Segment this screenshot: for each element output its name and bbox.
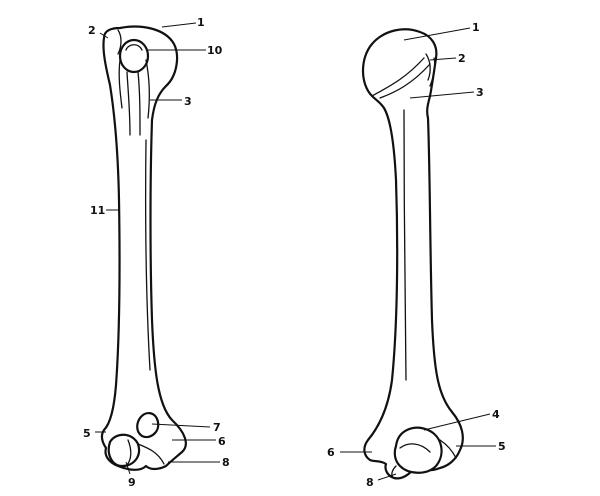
left-groove-1: [126, 71, 131, 136]
left-label-11: 11: [90, 204, 105, 217]
left-shaft-line: [144, 139, 151, 371]
left-label-2: 2: [88, 24, 96, 37]
left-leaders: [95, 22, 220, 475]
right-label-1: 1: [472, 21, 480, 34]
right-humerus: [361, 28, 464, 480]
left-label-7: 7: [213, 421, 221, 434]
left-head-inner: [125, 44, 143, 51]
right-label-3: 3: [476, 86, 484, 99]
right-label-2: 2: [458, 52, 466, 65]
left-tubercle-edge: [117, 29, 122, 55]
right-shaft-line: [403, 109, 407, 381]
left-label-3: 3: [184, 95, 192, 108]
right-leaders: [340, 27, 496, 481]
left-fossa: [136, 412, 160, 439]
left-labels: 1 2 10 3 11 5 7 6 8 9: [83, 16, 230, 489]
right-label-8: 8: [366, 476, 374, 489]
left-label-5: 5: [83, 427, 91, 440]
right-neck-line-2: [379, 63, 431, 99]
right-humerus-outline: [361, 28, 464, 480]
left-groove-3: [145, 59, 150, 119]
left-trochlea: [107, 433, 141, 468]
left-label-10: 10: [207, 44, 223, 57]
left-head-oval: [118, 38, 150, 74]
left-label-1: 1: [197, 16, 205, 29]
left-humerus-outline: [100, 25, 187, 471]
left-label-9: 9: [128, 476, 136, 489]
right-capitulum: [393, 426, 443, 474]
left-humerus: [100, 25, 187, 471]
right-epicondyle: [439, 439, 457, 459]
left-condyle-line: [137, 443, 165, 465]
left-label-6: 6: [218, 435, 226, 448]
left-trochlea-line: [125, 439, 132, 467]
right-label-4: 4: [492, 408, 500, 421]
right-label-6: 6: [327, 446, 335, 459]
right-capitulum-inner: [399, 443, 431, 453]
right-labels: 1 2 3 4 6 5 8: [327, 21, 506, 489]
right-trochlea-line: [391, 465, 397, 479]
left-label-8: 8: [222, 456, 230, 469]
left-groove-4: [118, 59, 123, 109]
left-groove-2: [137, 71, 141, 136]
right-label-5: 5: [498, 440, 506, 453]
right-neck-line: [371, 57, 425, 97]
